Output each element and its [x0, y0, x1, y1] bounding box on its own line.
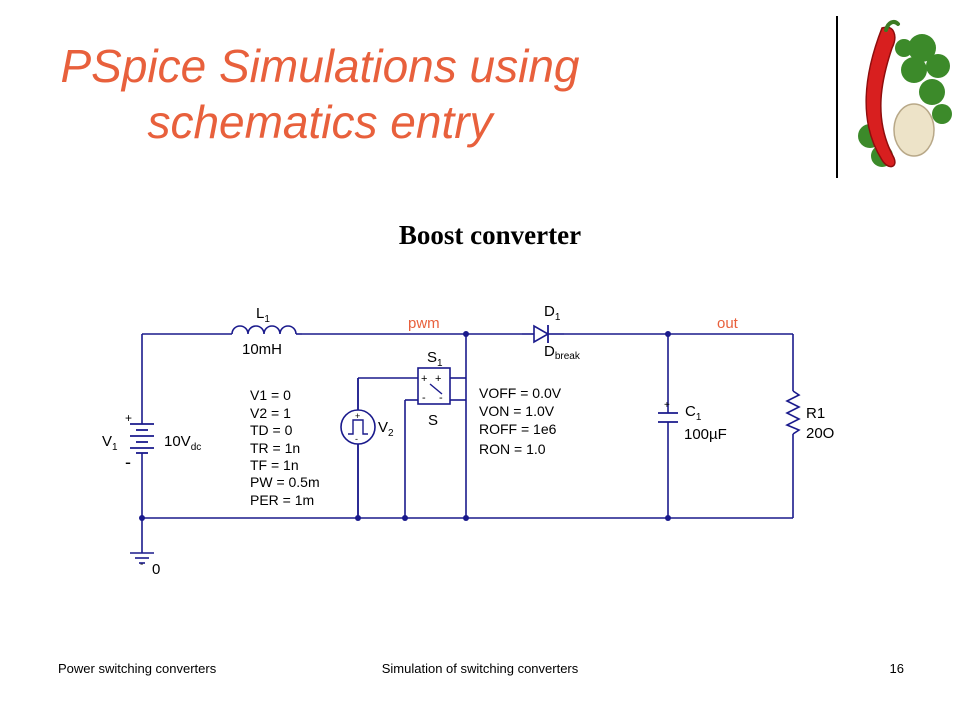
pulse-v2-label: V2	[378, 419, 394, 439]
junctions	[139, 331, 671, 521]
pulse-param: PW = 0.5m	[250, 474, 320, 490]
title-divider	[836, 16, 838, 178]
net-labels: pwm out	[408, 315, 739, 332]
switch-s1	[405, 367, 466, 405]
diode-d1	[522, 324, 564, 344]
net-label-pwm: pwm	[408, 315, 440, 332]
pulse-param: TR = 1n	[250, 440, 300, 456]
pulse-params: V1 = 0 V2 = 1 TD = 0 TR = 1n TF = 1n PW …	[250, 387, 320, 508]
slide-title: PSpice Simulations using schematics entr…	[40, 38, 600, 150]
switch-ctrl-minus: -	[422, 392, 426, 404]
inductor-label: L1	[256, 305, 270, 325]
capacitor-label: C1	[685, 403, 702, 423]
switch-param: RON = 1.0	[479, 441, 546, 457]
switch-ctrl-plus: +	[421, 373, 427, 385]
resistor-label: R1	[806, 405, 825, 422]
garlic-clove	[893, 103, 935, 157]
switch-model: S	[428, 412, 438, 429]
switch-label: S1	[427, 349, 443, 369]
source-v1-value: 10Vdc	[164, 433, 201, 453]
page-number: 16	[889, 661, 904, 676]
chili-garlic-logo	[858, 20, 952, 168]
inductor-value: 10mH	[242, 341, 282, 358]
ground-symbol	[130, 552, 154, 564]
source-v1-minus: -	[125, 452, 131, 472]
pulse-param: V2 = 1	[250, 405, 291, 421]
switch-param: ROFF = 1e6	[479, 421, 557, 437]
title-line-2: schematics entry	[147, 96, 493, 148]
diode-model: Dbreak	[544, 343, 581, 362]
pulse-source-v2	[340, 409, 376, 445]
source-v1-label: V1	[102, 433, 118, 453]
footer-center: Simulation of switching converters	[381, 661, 579, 676]
pulse-v2-minus: -	[355, 434, 358, 444]
chili-stem	[884, 20, 900, 32]
battery-v1	[130, 423, 154, 454]
resistor-r1	[785, 390, 801, 435]
component-labels: L1 10mH D1 Dbreak S1 S + + - - VOFF = 0.…	[102, 303, 834, 578]
pulse-param: TD = 0	[250, 422, 293, 438]
footer-left: Power switching converters	[58, 661, 217, 676]
net-label-out: out	[717, 315, 739, 332]
ground-minus: -	[140, 559, 143, 570]
resistor-value: 20O	[806, 425, 834, 442]
switch-out-minus: -	[439, 392, 443, 404]
switch-params: VOFF = 0.0V VON = 1.0V ROFF = 1e6 RON = …	[479, 385, 562, 457]
switch-param: VOFF = 0.0V	[479, 385, 562, 401]
capacitor-value: 100µF	[684, 426, 727, 443]
switch-param: VON = 1.0V	[479, 403, 555, 419]
diode-label: D1	[544, 303, 561, 323]
boost-converter-schematic: pwm out L1 10mH D1 Dbreak S1 S + + - - V…	[102, 303, 834, 578]
chili-pepper	[865, 26, 896, 168]
pulse-v2-plus: +	[355, 411, 360, 421]
inductor-l1-coil	[231, 325, 297, 335]
capacitor-c1	[658, 412, 678, 423]
ground-label: 0	[152, 561, 160, 578]
pulse-param: TF = 1n	[250, 457, 299, 473]
pulse-param: PER = 1m	[250, 492, 314, 508]
capacitor-plus: +	[664, 400, 670, 411]
switch-out-plus: +	[435, 373, 441, 385]
source-v1-plus: +	[125, 411, 132, 425]
diagram-title: Boost converter	[398, 220, 582, 250]
pulse-param: V1 = 0	[250, 387, 291, 403]
title-line-1: PSpice Simulations using	[60, 40, 580, 92]
